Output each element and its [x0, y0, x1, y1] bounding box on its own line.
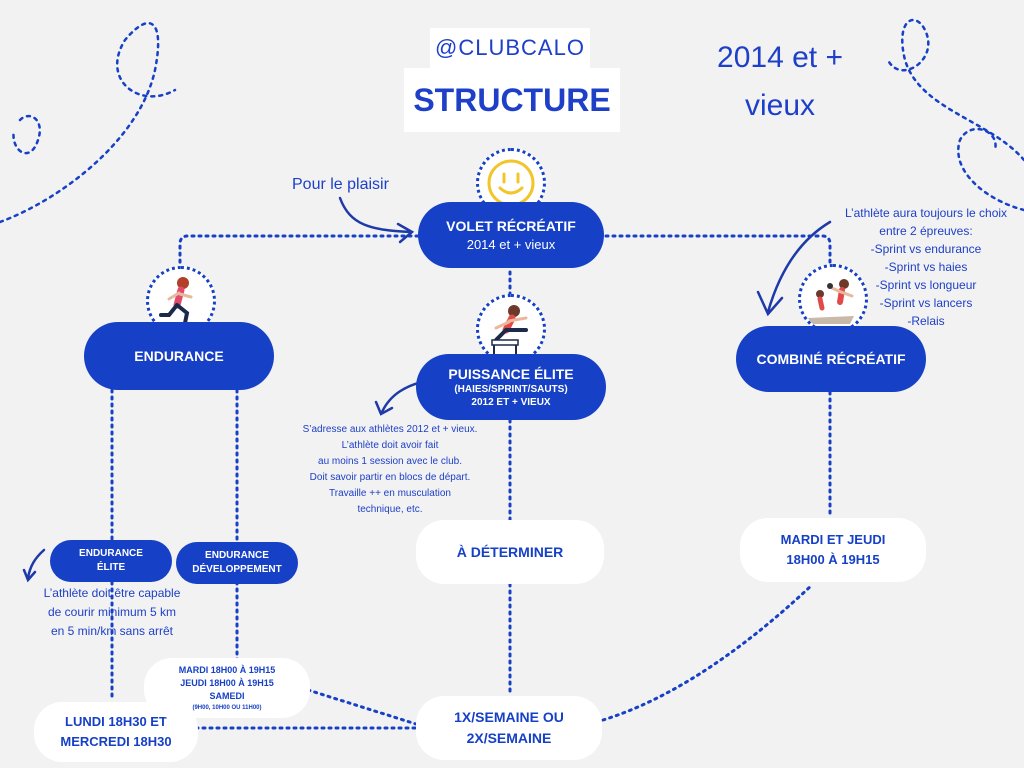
- page-title: STRUCTURE: [413, 81, 611, 118]
- power-elite-line2: (HAIES/SPRINT/SAUTS): [454, 384, 568, 395]
- recreational-subtitle: 2014 et + vieux: [466, 237, 556, 252]
- endurance-elite-label: ENDURANCE ÉLITE: [79, 548, 143, 573]
- power-elite-line1: PUISSANCE ÉLITE: [448, 366, 574, 382]
- tue-thu-label: MARDI ET JEUDI 18H00 À 19H15: [780, 532, 886, 567]
- dev-schedule-line2: JEUDI 18H00 À 19H15: [180, 677, 274, 688]
- mon-wed-label: LUNDI 18H30 ET MERCREDI 18H30: [60, 714, 172, 749]
- to-determine-box: À DÉTERMINER: [416, 520, 604, 584]
- endurance-elite-node: ENDURANCE ÉLITE: [50, 540, 172, 582]
- power-note: S’adresse aux athlètes 2012 et + vieux. …: [302, 424, 478, 515]
- hurdler-icon: [491, 305, 528, 354]
- dev-schedule-line1: MARDI 18H00 À 19H15: [178, 664, 276, 675]
- recreational-node: VOLET RÉCRÉATIF 2014 et + vieux: [418, 202, 604, 268]
- endurance-dev-label: ENDURANCE DÉVELOPPEMENT: [192, 550, 282, 575]
- mon-wed-box: LUNDI 18H30 ET MERCREDI 18H30: [34, 702, 198, 762]
- handle-tag: @CLUBCALO: [430, 28, 590, 68]
- endurance-node: ENDURANCE: [84, 322, 274, 390]
- frequency-box: 1X/SEMAINE OU 2X/SEMAINE: [416, 696, 602, 760]
- power-elite-line3: 2012 ET + VIEUX: [471, 397, 551, 408]
- dev-schedule-line4: (9H00, 10H00 OU 11H00): [192, 704, 262, 711]
- to-determine-label: À DÉTERMINER: [456, 544, 564, 560]
- combined-label: COMBINÉ RÉCRÉATIF: [756, 351, 906, 367]
- endurance-dev-node: ENDURANCE DÉVELOPPEMENT: [176, 542, 298, 584]
- title-box: STRUCTURE: [404, 68, 620, 132]
- power-elite-node: PUISSANCE ÉLITE (HAIES/SPRINT/SAUTS) 201…: [416, 354, 606, 420]
- endurance-note: L’athlète doit être capable de courir mi…: [43, 586, 181, 638]
- age-group: 2014 et + vieux: [717, 41, 843, 122]
- endurance-label: ENDURANCE: [134, 348, 224, 364]
- tue-thu-box: MARDI ET JEUDI 18H00 À 19H15: [740, 518, 926, 582]
- athletes-icon: [808, 279, 854, 324]
- pleasure-annotation: Pour le plaisir: [292, 176, 389, 193]
- runner-icon: [159, 277, 193, 325]
- hurdler-circle: [476, 294, 546, 364]
- handle-text: @CLUBCALO: [435, 35, 585, 60]
- athletes-circle: [798, 264, 868, 334]
- recreational-title: VOLET RÉCRÉATIF: [446, 218, 576, 234]
- combined-node: COMBINÉ RÉCRÉATIF: [736, 326, 926, 392]
- frequency-label: 1X/SEMAINE OU 2X/SEMAINE: [454, 709, 564, 746]
- combined-note: L’athlète aura toujours le choix entre 2…: [844, 206, 1008, 328]
- dev-schedule-line3: SAMEDI: [209, 690, 245, 701]
- dev-schedule-box: MARDI 18H00 À 19H15 JEUDI 18H00 À 19H15 …: [144, 658, 310, 718]
